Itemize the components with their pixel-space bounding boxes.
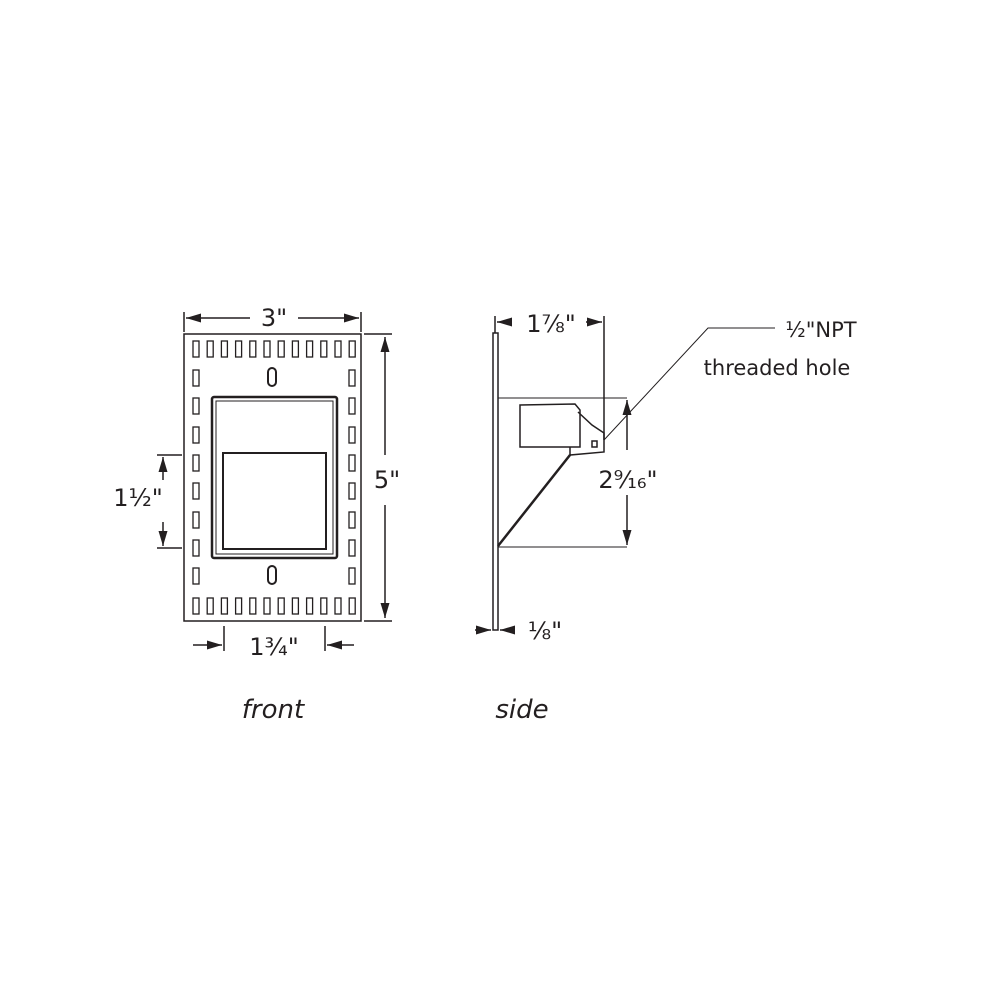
front-width-label: 3" [261,304,287,332]
slot [263,340,271,358]
front-opening-width-label: 1¾" [249,633,299,661]
conduit-bracket [569,411,605,456]
slot [348,369,356,387]
slot [334,340,342,358]
slot [234,597,243,615]
slot [192,397,200,415]
slot [249,340,257,358]
slot [206,340,214,358]
mounting-slots [192,340,356,615]
side-caption: side [495,695,548,725]
slot [348,340,356,358]
slot [192,369,200,387]
slot [249,597,257,615]
side-thickness-label: ⅛" [528,617,562,645]
front-view [157,312,392,651]
slot [206,597,214,615]
slot [348,567,356,585]
slot [305,597,314,615]
slot [192,426,200,444]
outer-opening [210,395,339,560]
slot [348,482,356,500]
support-brace [497,454,571,547]
slot [348,511,356,529]
side-depth-label: 1⅞" [526,310,576,338]
side-plate [492,332,499,631]
slot [192,511,200,529]
threaded-hole [591,440,598,448]
callout-line2: threaded hole [704,356,851,380]
callout-leader [603,327,775,441]
slot [348,597,356,615]
side-view [475,316,775,635]
slot [263,597,271,615]
front-plate [183,333,362,622]
mounting-hole-top [267,367,277,387]
mounting-hole-bottom [267,565,277,585]
slot [291,340,300,358]
slot [320,597,328,615]
slot [334,597,342,615]
slot [277,597,285,615]
slot [277,340,285,358]
slot [192,340,200,358]
slot [192,454,200,472]
slot [192,567,200,585]
slot [320,340,328,358]
front-opening-height-label: 1½" [113,484,163,512]
slot [348,397,356,415]
slot [291,597,300,615]
callout-line1: ½"NPT [785,318,856,342]
slot [192,482,200,500]
slot [220,597,229,615]
inner-lens [222,452,327,550]
slot [305,340,314,358]
slot [192,597,200,615]
slot [192,539,200,557]
front-height-label: 5" [374,466,400,494]
outer-opening-inner-edge [215,400,334,555]
slot [220,340,229,358]
slot [348,454,356,472]
housing [519,403,581,448]
slot [348,426,356,444]
side-height-label: 2⁹⁄₁₆" [598,466,657,494]
front-caption: front [242,695,305,725]
slot [234,340,243,358]
slot [348,539,356,557]
